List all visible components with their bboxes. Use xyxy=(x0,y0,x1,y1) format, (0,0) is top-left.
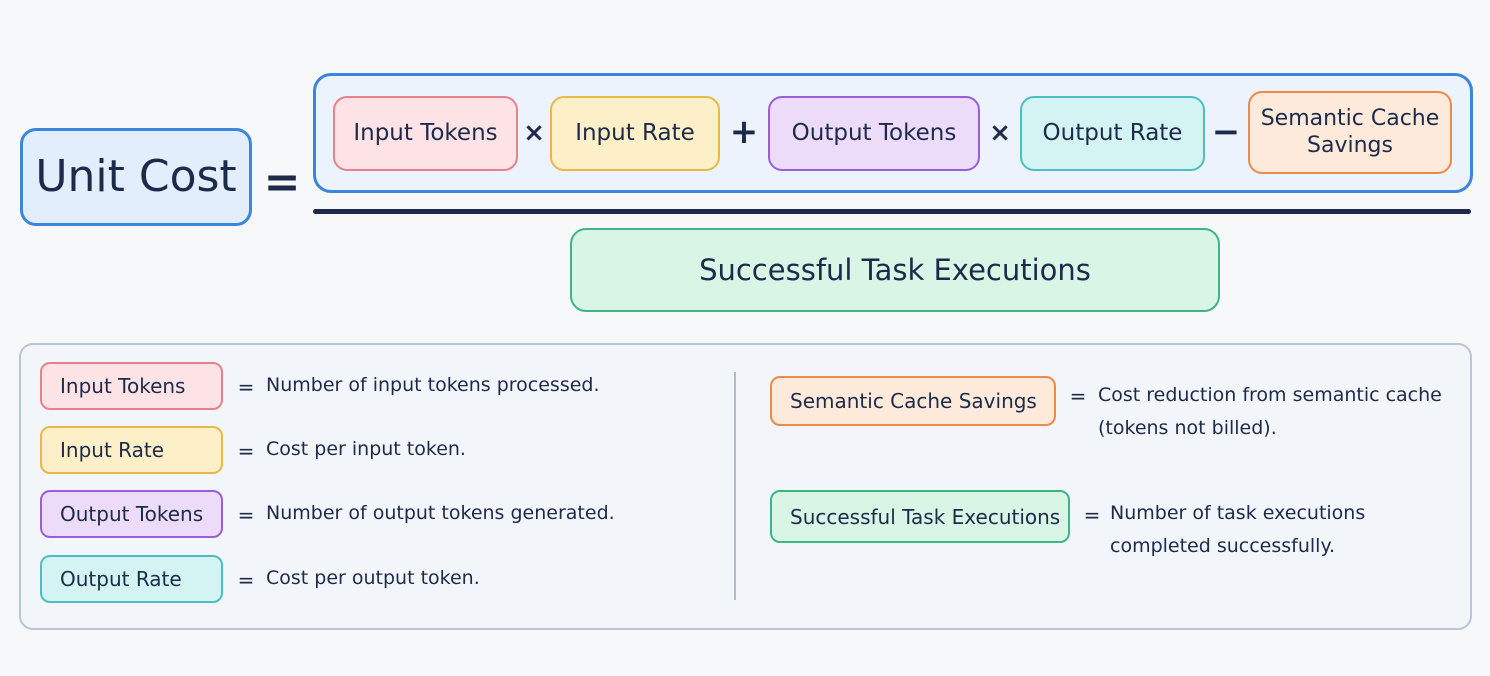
legend-term-input-rate: Input Rate xyxy=(40,426,223,474)
legend-eq: = xyxy=(1069,383,1087,408)
input-tokens-box: Input Tokens xyxy=(333,96,518,171)
legend-term-label: Successful Task Executions xyxy=(790,504,1061,529)
legend-desc-line: (tokens not billed). xyxy=(1098,417,1277,439)
minus-sign: − xyxy=(1211,112,1241,152)
legend-desc-successful-task-executions: Number of task executions completed succ… xyxy=(1110,497,1365,563)
unit-cost-label: Unit Cost xyxy=(35,150,237,202)
plus-sign: + xyxy=(729,112,759,152)
semantic-cache-savings-box: Semantic Cache Savings xyxy=(1248,91,1452,174)
semantic-cache-savings-line2: Savings xyxy=(1307,132,1393,158)
equals-sign: = xyxy=(263,156,301,208)
legend-panel xyxy=(19,343,1472,630)
denominator-label: Successful Task Executions xyxy=(699,252,1091,287)
input-tokens-label: Input Tokens xyxy=(353,119,498,146)
legend-desc-line: completed successfully. xyxy=(1110,535,1336,557)
output-rate-label: Output Rate xyxy=(1042,119,1183,146)
legend-desc-output-rate: Cost per output token. xyxy=(266,567,480,589)
legend-term-input-tokens: Input Tokens xyxy=(40,362,223,410)
semantic-cache-savings-line1: Semantic Cache xyxy=(1260,106,1440,132)
legend-eq: = xyxy=(1083,502,1101,527)
fraction-bar xyxy=(313,209,1471,214)
multiply-sign-2: × xyxy=(989,118,1011,148)
input-rate-label: Input Rate xyxy=(575,119,695,146)
legend-term-output-rate: Output Rate xyxy=(40,555,223,603)
legend-eq: = xyxy=(237,374,255,399)
legend-eq: = xyxy=(237,502,255,527)
legend-desc-line: Cost reduction from semantic cache xyxy=(1098,384,1442,406)
legend-desc-semantic-cache-savings: Cost reduction from semantic cache (toke… xyxy=(1098,379,1442,445)
legend-term-successful-task-executions: Successful Task Executions xyxy=(770,490,1070,543)
input-rate-box: Input Rate xyxy=(550,96,720,171)
output-rate-box: Output Rate xyxy=(1020,96,1205,171)
legend-desc-output-tokens: Number of output tokens generated. xyxy=(266,502,615,524)
legend-term-label: Output Tokens xyxy=(60,502,204,526)
legend-term-semantic-cache-savings: Semantic Cache Savings xyxy=(770,376,1056,426)
legend-desc-line: Number of task executions xyxy=(1110,502,1366,524)
legend-term-label: Input Tokens xyxy=(60,374,186,398)
legend-desc-input-rate: Cost per input token. xyxy=(266,438,466,460)
output-tokens-box: Output Tokens xyxy=(768,96,980,171)
denominator-box: Successful Task Executions xyxy=(570,228,1220,312)
legend-eq: = xyxy=(237,438,255,463)
output-tokens-label: Output Tokens xyxy=(791,119,957,146)
legend-eq: = xyxy=(237,567,255,592)
legend-term-label: Output Rate xyxy=(60,567,182,591)
legend-term-label: Input Rate xyxy=(60,438,165,462)
multiply-sign-1: × xyxy=(523,118,545,148)
unit-cost-box: Unit Cost xyxy=(20,128,252,226)
legend-desc-input-tokens: Number of input tokens processed. xyxy=(266,374,600,396)
legend-divider xyxy=(734,372,736,600)
legend-term-output-tokens: Output Tokens xyxy=(40,490,223,538)
legend-term-label: Semantic Cache Savings xyxy=(790,389,1037,413)
